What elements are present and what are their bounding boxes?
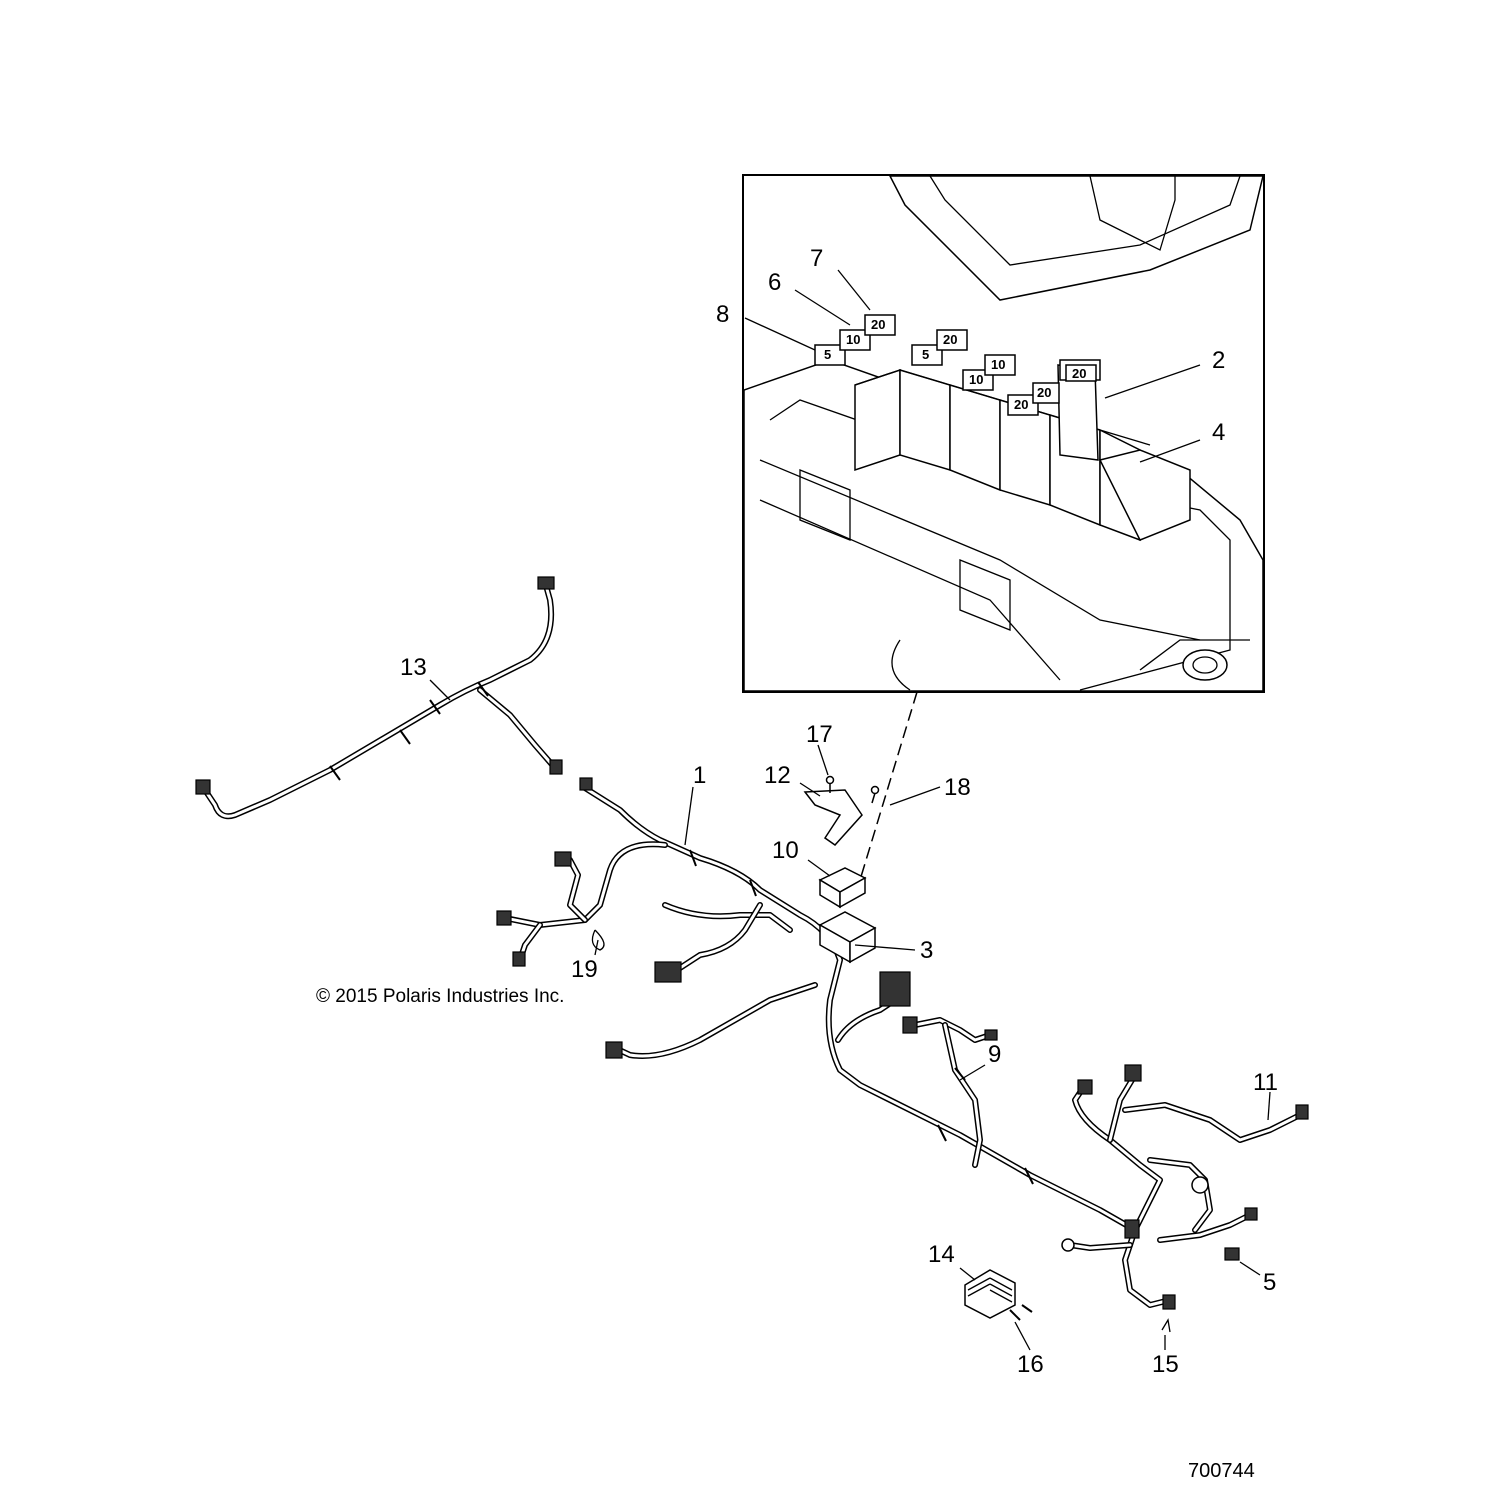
fuse-labels: 5 10 20 5 20 10 10 20 20 20 — [824, 317, 1086, 412]
fuse-label: 20 — [1014, 397, 1028, 412]
callout-15: 15 — [1152, 1351, 1179, 1378]
fuse-label: 10 — [991, 357, 1005, 372]
callout-7: 7 — [810, 245, 823, 272]
callout-11: 11 — [1253, 1069, 1278, 1096]
callout-18: 18 — [944, 774, 971, 801]
callout-5: 5 — [1263, 1269, 1276, 1296]
bracket-part-12 — [803, 789, 863, 846]
tie-wraps — [329, 681, 1034, 1185]
callout-19: 19 — [571, 956, 598, 983]
fuse-label: 20 — [1072, 366, 1086, 381]
fuse-box-inset: 5 10 20 5 20 10 10 20 20 20 — [742, 174, 1265, 693]
relay-blocks — [854, 368, 1191, 542]
callout-9: 9 — [988, 1041, 1001, 1068]
callout-labels: 1 2 3 4 5 6 7 8 9 10 11 12 13 14 15 16 1… — [400, 245, 1278, 1378]
callout-17: 17 — [806, 721, 833, 748]
callout-14: 14 — [928, 1241, 955, 1268]
regulator-part-14 — [964, 1269, 1016, 1319]
callout-6: 6 — [768, 269, 781, 296]
fuse-label: 5 — [824, 347, 831, 362]
fuse-block-part-10 — [818, 867, 867, 909]
bolts-part-16 — [1009, 1304, 1033, 1321]
fuse-label: 20 — [943, 332, 957, 347]
callout-2: 2 — [1212, 347, 1225, 374]
fuse-label: 5 — [922, 347, 929, 362]
callout-10: 10 — [772, 837, 799, 864]
figure-number: 700744 — [1188, 1460, 1255, 1482]
fuse-label: 20 — [871, 317, 885, 332]
callout-3: 3 — [920, 937, 933, 964]
callout-4: 4 — [1212, 419, 1225, 446]
connector-part-5 — [1224, 1247, 1240, 1261]
callout-12: 12 — [764, 762, 791, 789]
inset-link-dashed — [859, 691, 918, 881]
copyright-notice: © 2015 Polaris Industries Inc. — [316, 986, 565, 1007]
callout-16: 16 — [1017, 1351, 1044, 1378]
main-wiring-harness — [195, 576, 1309, 1310]
fuse-label: 10 — [846, 332, 860, 347]
fuse-label: 20 — [1037, 385, 1051, 400]
callout-1: 1 — [693, 762, 706, 789]
tie-part-19 — [591, 929, 605, 951]
callout-8: 8 — [716, 301, 729, 328]
leader-lines — [429, 269, 1271, 1351]
screw-part-17 — [825, 775, 835, 793]
fuse-box-part-3 — [818, 911, 877, 964]
callout-13: 13 — [400, 654, 427, 681]
fuse-tops — [814, 314, 1097, 416]
clip-part-15 — [1161, 1318, 1171, 1333]
screw-part-18 — [870, 785, 880, 804]
fuse-label: 10 — [969, 372, 983, 387]
